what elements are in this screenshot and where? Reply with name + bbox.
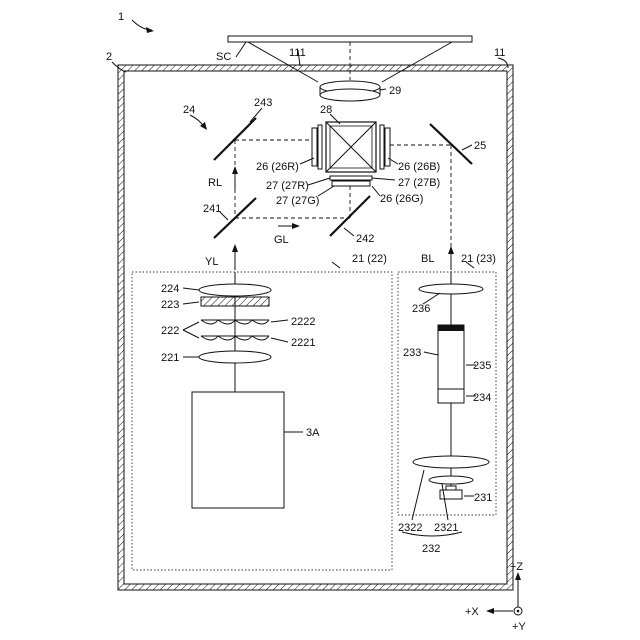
label-figure: 1 [118, 11, 124, 23]
label-axis-x: +X [465, 606, 479, 618]
label-224: 224 [161, 283, 179, 295]
label-rl: RL [208, 177, 222, 189]
label-236: 236 [412, 303, 430, 315]
label-axis-y: +Y [512, 621, 526, 633]
label-unit-23: 21 (23) [461, 253, 496, 265]
label-yl: YL [205, 256, 218, 268]
label-223: 223 [161, 299, 179, 311]
label-panel-26g: 26 (26G) [380, 193, 423, 205]
label-unit-22: 21 (22) [352, 253, 387, 265]
label-2321: 2321 [434, 522, 458, 534]
label-screen-surface: 111 [289, 47, 306, 59]
label-prism: 28 [320, 104, 332, 116]
label-plate-27g: 27 (27G) [276, 195, 319, 207]
label-housing-outer: 11 [494, 47, 505, 59]
label-234: 234 [473, 392, 491, 404]
label-housing: 2 [106, 51, 112, 63]
label-2222: 2222 [291, 316, 315, 328]
label-projection-lens: 29 [389, 85, 401, 97]
label-plate-27b: 27 (27B) [398, 177, 440, 189]
label-panel-26b: 26 (26B) [398, 161, 440, 173]
label-235: 235 [473, 360, 491, 372]
label-gl: GL [274, 234, 289, 246]
label-221: 221 [161, 352, 179, 364]
label-panel-26r: 26 (26R) [256, 161, 299, 173]
label-222: 222 [161, 325, 179, 337]
label-2322: 2322 [398, 522, 422, 534]
label-axis-z: +Z [510, 561, 523, 573]
projection-lens [320, 81, 380, 101]
label-mirror-242: 242 [356, 233, 374, 245]
label-231: 231 [474, 492, 492, 504]
label-mirror-241: 241 [203, 203, 221, 215]
label-mirror-25: 25 [474, 140, 486, 152]
label-233: 233 [403, 347, 421, 359]
screen [228, 36, 472, 42]
label-3a: 3A [306, 427, 320, 439]
label-screen: SC [216, 51, 231, 63]
label-2221: 2221 [291, 337, 315, 349]
label-mirror-243: 243 [254, 97, 272, 109]
label-optical-unit: 24 [183, 104, 195, 116]
label-bl: BL [421, 253, 434, 265]
label-232: 232 [422, 543, 440, 555]
cross-dichroic-prism [326, 122, 376, 172]
label-plate-27r: 27 (27R) [266, 180, 309, 192]
